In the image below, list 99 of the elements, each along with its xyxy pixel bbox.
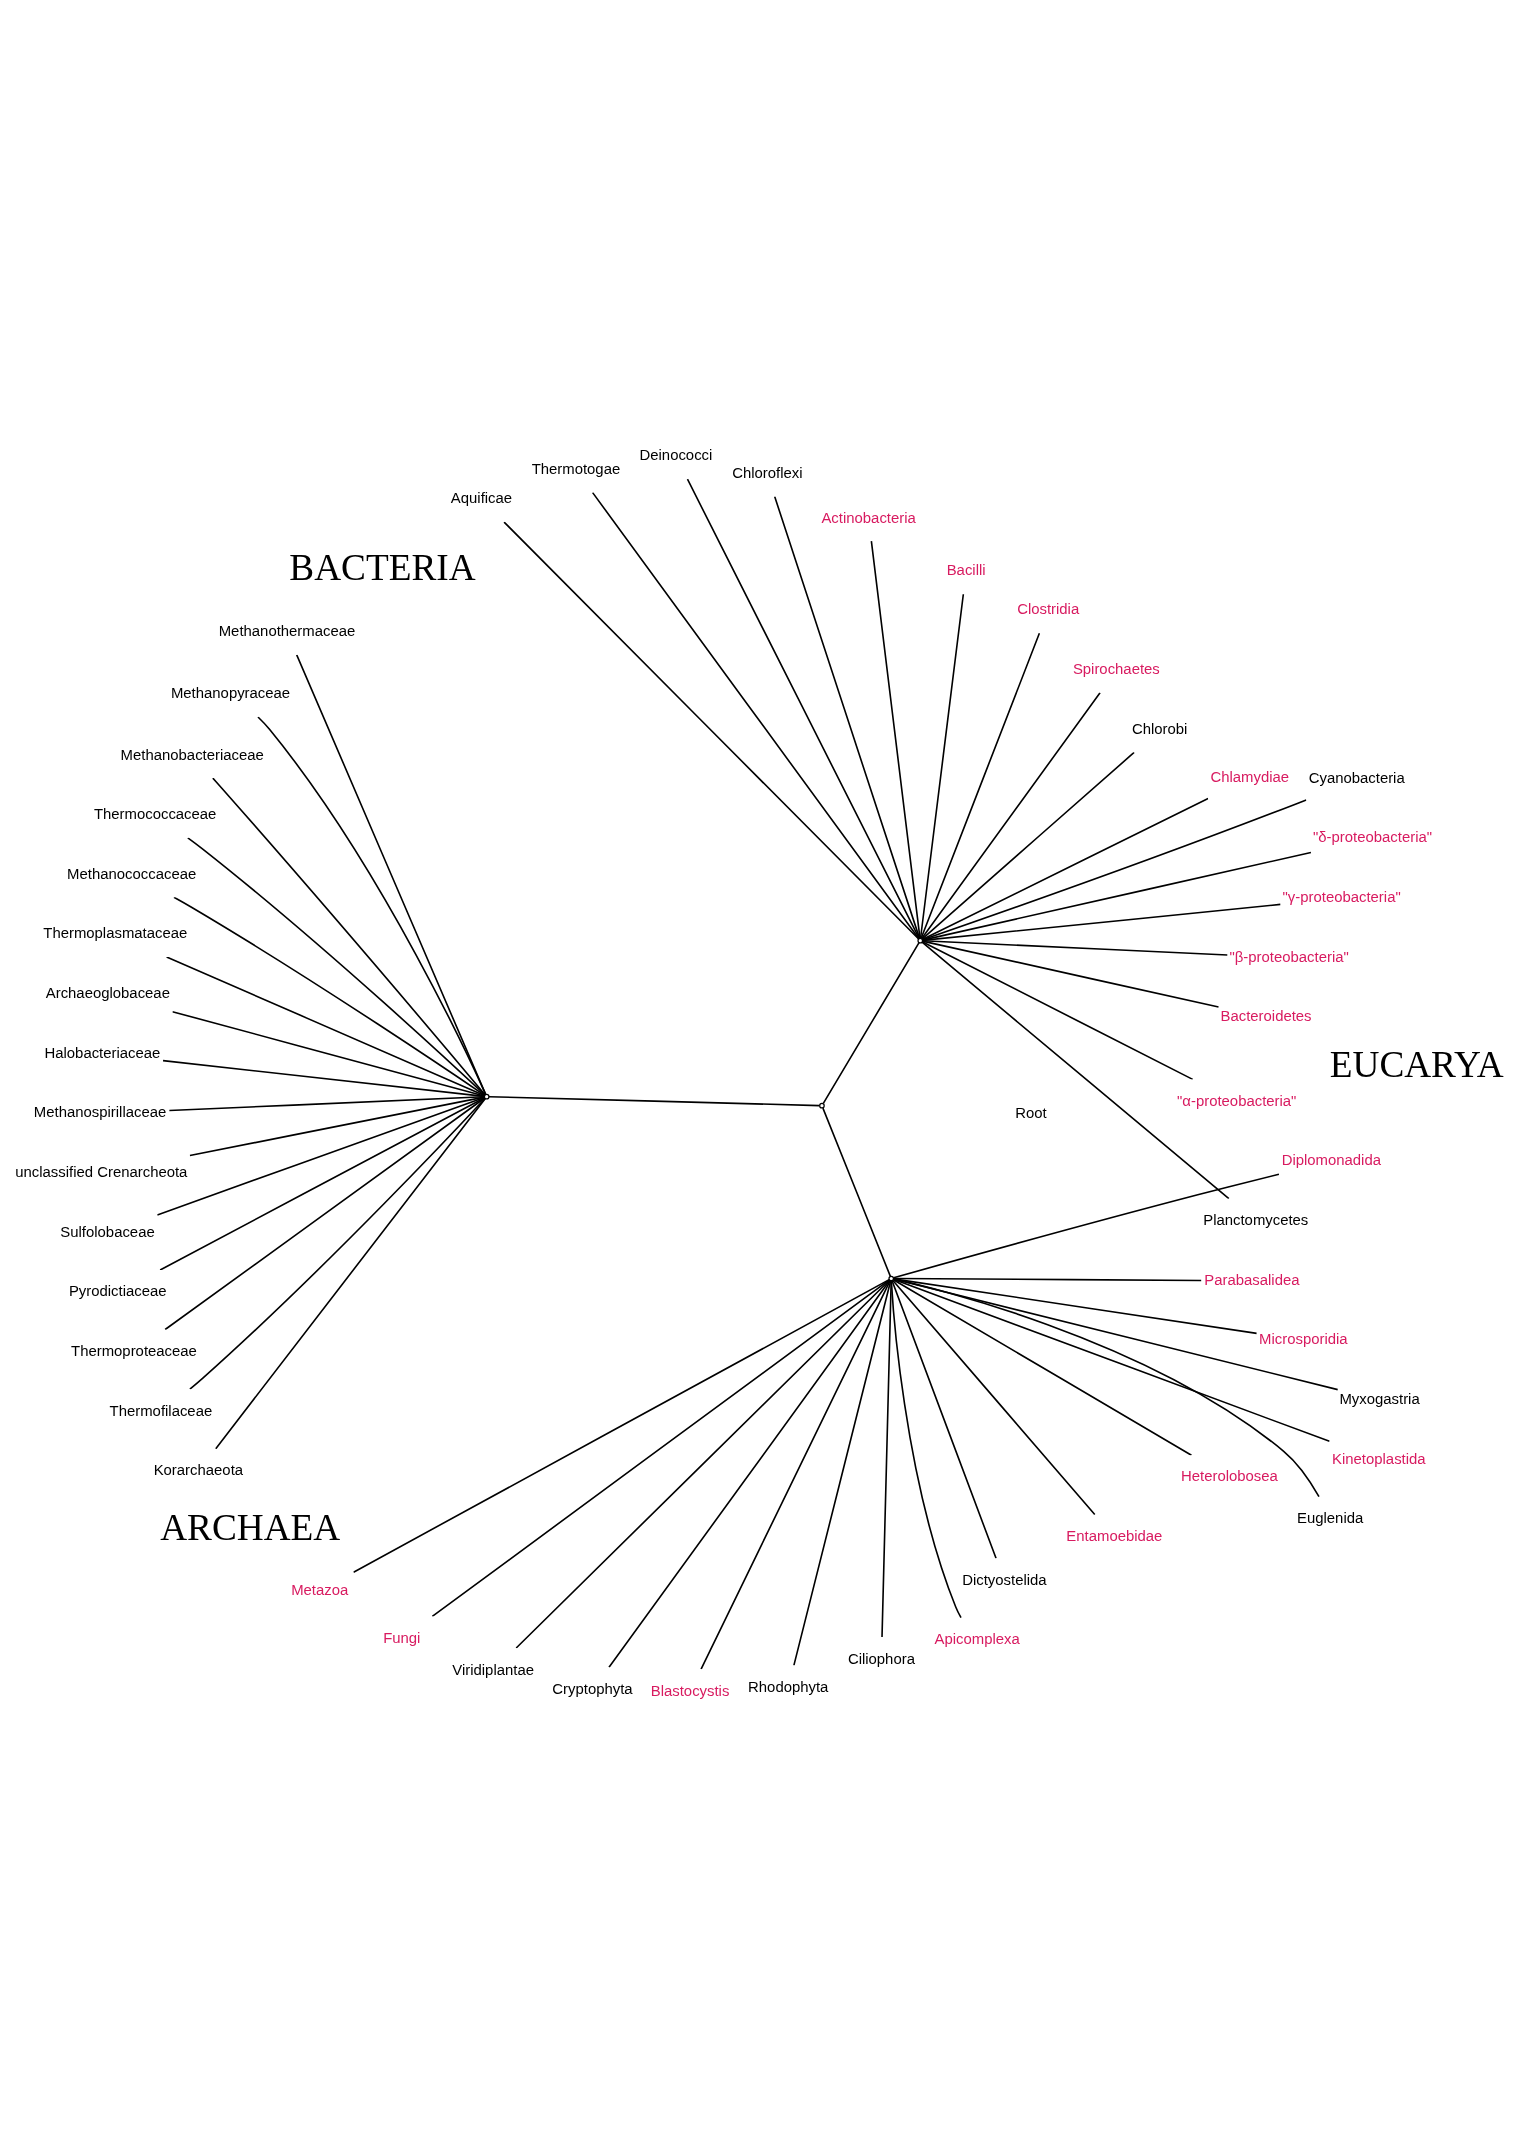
node-text: "α-proteobacteria": [1177, 1092, 1297, 1109]
connector: [168, 1095, 485, 1112]
connector: [189, 1097, 486, 1390]
node-text: Apicomplexa: [934, 1631, 1020, 1648]
node-text: Metazoa: [291, 1581, 349, 1598]
node-text: Thermotogae: [531, 460, 621, 477]
label: EUCARYA: [1329, 1043, 1504, 1085]
connector: [919, 593, 965, 940]
node-text: Thermoproteaceae: [71, 1342, 197, 1359]
node-text: Planctomycetes: [1203, 1211, 1309, 1228]
node-text: Cyanobacteria: [1308, 769, 1405, 786]
node-text: Deinococci: [639, 447, 713, 464]
label: BACTERIA: [289, 546, 476, 588]
connector: [164, 1097, 486, 1331]
node-text: unclassified Crenarcheota: [15, 1164, 188, 1181]
node-text: Korarchaeota: [153, 1462, 244, 1479]
connector: [608, 1279, 891, 1669]
connector: [257, 716, 487, 1095]
node-text: Fungi: [383, 1629, 421, 1646]
connector: [921, 797, 1209, 941]
node-point: [888, 1275, 895, 1282]
label: Root: [1015, 1104, 1047, 1121]
connector: [187, 837, 486, 1096]
node-text: Halobacteriaceae: [44, 1044, 161, 1061]
node-text: Spirochaetes: [1072, 661, 1160, 678]
connector: [921, 940, 1194, 1081]
connector: [214, 1097, 486, 1450]
connector: [921, 941, 1230, 1200]
node-text: Methanopyraceae: [170, 685, 291, 702]
connector: [890, 1280, 962, 1619]
connector: [431, 1279, 890, 1618]
connector: [892, 1278, 1258, 1335]
connector: [159, 1096, 486, 1271]
node-text: Microsporidia: [1259, 1331, 1348, 1348]
label: ARCHAEA: [160, 1507, 341, 1549]
node-text: "β-proteobacteria": [1229, 948, 1349, 965]
node-text: Methanococcaceae: [67, 865, 197, 882]
connector: [700, 1279, 891, 1670]
node-text: Bacilli: [946, 562, 986, 579]
node-text: Aquificae: [450, 490, 513, 507]
node-text: Cryptophyta: [552, 1680, 633, 1697]
connector: [891, 1279, 997, 1560]
connector: [165, 956, 486, 1097]
connector: [189, 1096, 485, 1157]
connector: [212, 777, 486, 1096]
node-text: Ciliophora: [847, 1650, 915, 1667]
connector: [921, 691, 1101, 940]
node-text: Parabasalidea: [1204, 1271, 1300, 1288]
node-text: Methanospirillaceae: [33, 1104, 167, 1121]
connector: [921, 799, 1308, 941]
node-text: Myxogastria: [1339, 1390, 1420, 1407]
node-text: "δ-proteobacteria": [1313, 829, 1433, 846]
node-text: "γ-proteobacteria": [1282, 889, 1401, 906]
connector: [515, 1279, 891, 1649]
node-text: Chlamydiae: [1210, 768, 1290, 785]
node-text: Bacteroidetes: [1220, 1008, 1312, 1025]
connector: [892, 1278, 1331, 1443]
node-text: Pyrodictiaceae: [68, 1283, 167, 1300]
connector: [892, 1279, 1096, 1516]
node-point: [483, 1093, 490, 1100]
node-text: Euglenida: [1297, 1510, 1364, 1527]
connector: [488, 1095, 821, 1107]
node-text: Diplomonadida: [1281, 1152, 1381, 1169]
node-point: [917, 937, 924, 944]
node-text: Sulfolobaceae: [60, 1223, 155, 1240]
node-text: Rhodophyta: [748, 1678, 829, 1695]
connector: [822, 1107, 892, 1278]
connector: [892, 1278, 1193, 1457]
connector: [892, 1278, 1339, 1391]
connector: [793, 1279, 892, 1667]
node-text: Chlorobi: [1131, 720, 1188, 737]
connector: [892, 1277, 1203, 1282]
node-text: Actinobacteria: [821, 509, 916, 526]
node-text: Thermoplasmataceae: [43, 925, 188, 942]
node-point: [819, 1102, 825, 1109]
node-text: Archaeoglobaceae: [45, 985, 170, 1002]
connector: [162, 1059, 485, 1098]
node-text: Clostridia: [1017, 601, 1080, 618]
connector: [921, 751, 1135, 940]
node-text: Methanobacteriaceae: [120, 746, 264, 763]
connector: [352, 1278, 890, 1573]
node-text: Chloroflexi: [732, 464, 803, 481]
node-text: Methanothermaceae: [218, 623, 356, 640]
node-text: Kinetoplastida: [1332, 1450, 1426, 1467]
node-text: Thermococcaceae: [93, 806, 217, 823]
connector: [920, 632, 1041, 940]
connector: [870, 540, 921, 940]
connector: [156, 1096, 486, 1216]
node-text: Heterolobosea: [1180, 1468, 1278, 1485]
connector: [892, 1173, 1280, 1279]
connector: [503, 521, 920, 940]
connector: [881, 1280, 892, 1638]
node-text: Viridiplantae: [452, 1661, 534, 1678]
connector: [822, 941, 920, 1105]
node-text: Blastocystis: [650, 1682, 730, 1699]
node-text: Entamoebidae: [1066, 1528, 1163, 1545]
node-text: Thermofilaceae: [109, 1402, 213, 1419]
node-text: Dictyostelida: [962, 1571, 1047, 1588]
connector: [173, 896, 486, 1096]
